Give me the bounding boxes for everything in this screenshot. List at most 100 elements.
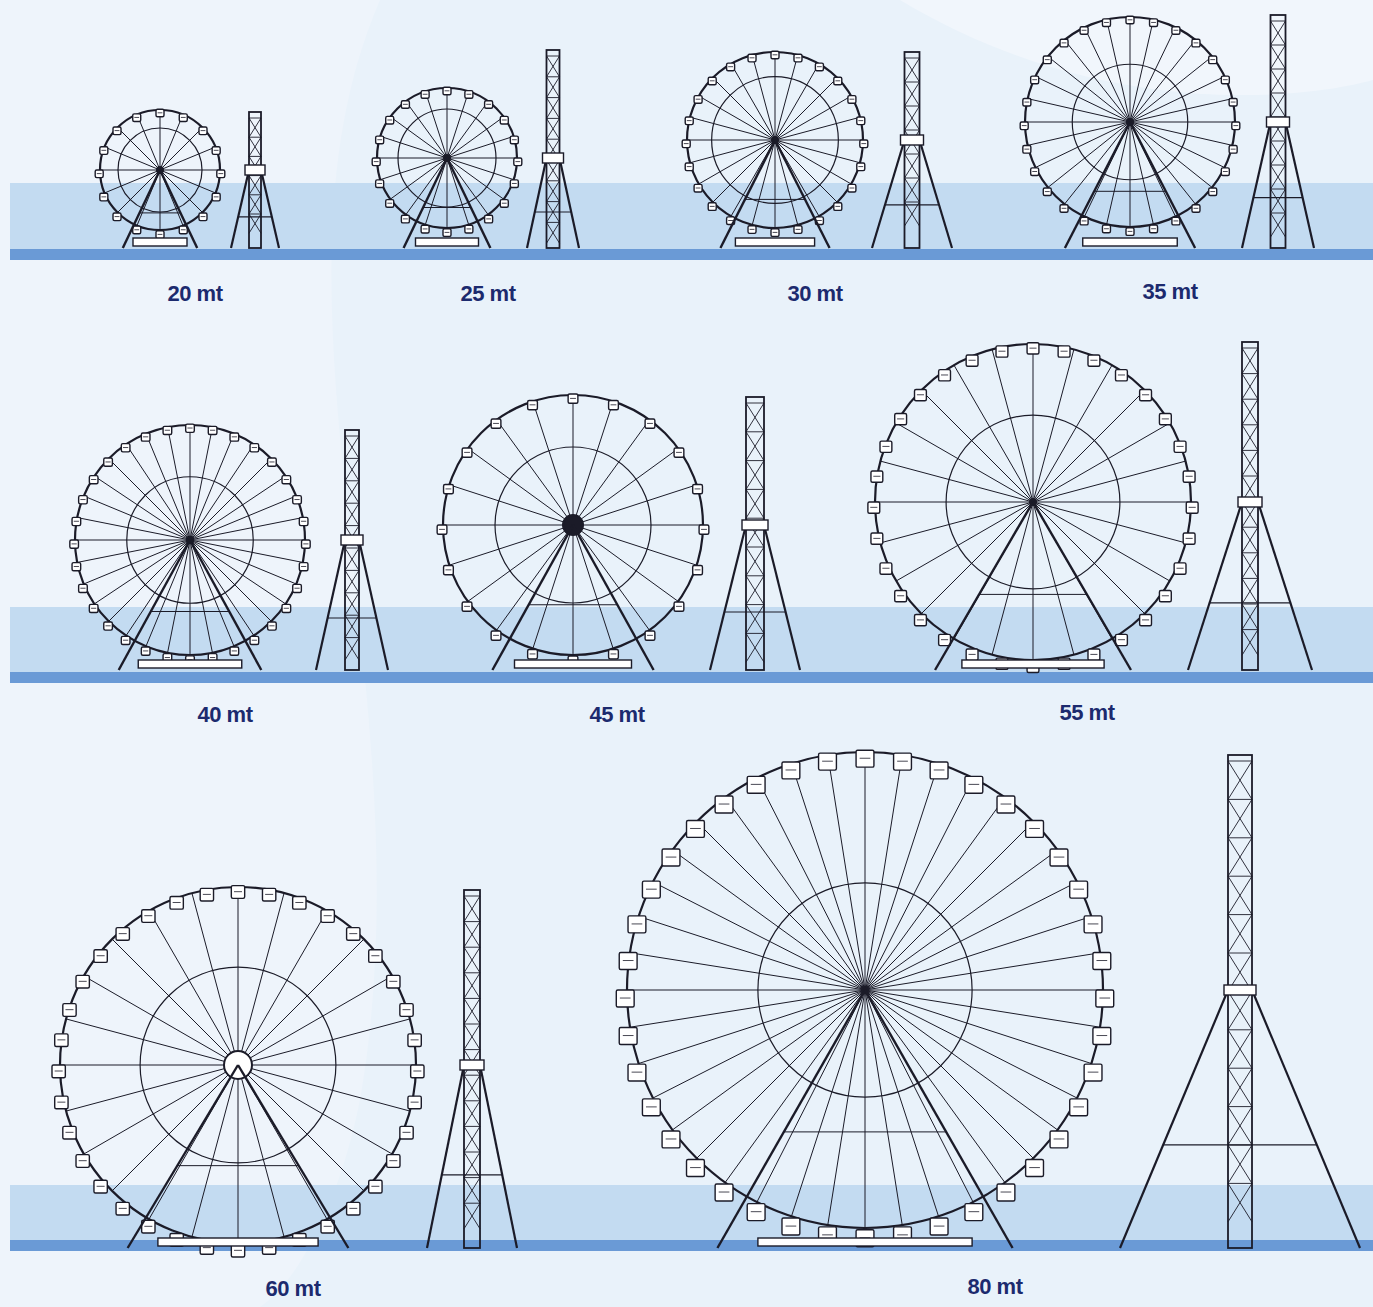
frame-line xyxy=(91,608,96,609)
gondola xyxy=(771,229,779,237)
frame-line xyxy=(817,66,822,67)
frame-line xyxy=(79,1160,87,1161)
gondola xyxy=(1023,146,1031,154)
frame-line xyxy=(238,1065,348,1248)
gondola xyxy=(369,950,382,963)
gondola xyxy=(293,496,302,504)
frame-line xyxy=(359,540,388,670)
frame-line xyxy=(345,503,359,525)
gondola xyxy=(1031,168,1039,176)
frame-line xyxy=(1228,876,1252,914)
frame-line xyxy=(160,172,161,230)
frame-line xyxy=(345,548,359,549)
frame-line xyxy=(464,1049,480,1050)
gondola xyxy=(1060,39,1068,47)
frame-line xyxy=(1242,553,1258,579)
frame-line xyxy=(699,141,773,184)
frame-line xyxy=(1271,69,1286,70)
gondola xyxy=(262,888,275,901)
frame-line xyxy=(1054,857,1065,858)
frame-line xyxy=(1271,93,1286,117)
frame-line xyxy=(249,176,261,195)
frame-line xyxy=(464,1152,480,1178)
frame-line xyxy=(1088,923,1099,924)
frame-line xyxy=(1188,502,1242,670)
frame-line xyxy=(620,998,631,999)
frame-line xyxy=(377,183,382,184)
frame-line xyxy=(746,432,764,461)
frame-line xyxy=(1242,527,1258,528)
gondola xyxy=(857,117,865,125)
frame-line xyxy=(143,650,148,651)
gondola xyxy=(231,886,244,899)
gondola xyxy=(1209,56,1217,64)
frame-line xyxy=(746,547,764,576)
frame-line xyxy=(719,1192,730,1193)
frame-line xyxy=(905,154,920,178)
frame-line xyxy=(218,173,223,174)
frame-line xyxy=(1228,838,1252,876)
frame-line xyxy=(97,955,105,956)
frame-line xyxy=(690,1167,701,1168)
frame-line xyxy=(746,489,764,518)
frame-line xyxy=(696,188,701,189)
frame-line xyxy=(449,159,514,180)
frame-line xyxy=(1210,602,1291,603)
gondola xyxy=(387,1155,400,1168)
gondola xyxy=(528,400,538,409)
frame-line xyxy=(1054,1138,1065,1139)
frame-line xyxy=(969,1211,980,1212)
frame-line xyxy=(448,101,488,156)
frame-line xyxy=(232,650,237,651)
frame-line xyxy=(149,911,231,1053)
gondola xyxy=(1093,952,1111,969)
frame-line xyxy=(579,533,650,630)
gondola xyxy=(250,444,259,452)
frame-line xyxy=(249,137,261,138)
frame-line xyxy=(1035,423,1170,501)
frame-line xyxy=(203,894,211,895)
frame-line xyxy=(746,489,764,518)
frame-line xyxy=(406,160,446,215)
frame-line xyxy=(284,479,289,480)
frame-line xyxy=(1271,165,1286,189)
frame-line xyxy=(647,423,653,424)
boarding-platform xyxy=(133,238,187,246)
frame-line xyxy=(786,769,797,770)
gondola xyxy=(895,414,907,425)
frame-line xyxy=(162,147,216,169)
frame-line xyxy=(443,525,563,526)
frame-line xyxy=(1231,149,1236,150)
frame-line xyxy=(324,915,332,916)
tower-hub xyxy=(1267,117,1290,127)
frame-line xyxy=(1024,149,1029,150)
frame-line xyxy=(1271,165,1286,166)
frame-line xyxy=(345,458,359,459)
frame-line xyxy=(746,604,764,605)
frame-line xyxy=(497,533,568,630)
frame-line xyxy=(746,576,764,605)
gondola xyxy=(662,1131,680,1148)
frame-line xyxy=(690,141,773,163)
frame-line xyxy=(345,570,359,592)
gondola xyxy=(699,525,709,534)
frame-line xyxy=(1271,165,1286,189)
gondola xyxy=(142,910,155,923)
gondola xyxy=(63,1126,76,1139)
size-label: 45 mt xyxy=(590,702,645,728)
gondola xyxy=(76,975,89,988)
frame-line xyxy=(1271,93,1286,94)
gondola xyxy=(55,1096,68,1109)
frame-line xyxy=(1242,374,1258,400)
gondola xyxy=(727,63,735,71)
sky-band xyxy=(10,183,1373,250)
frame-line xyxy=(1186,476,1193,477)
frame-line xyxy=(466,94,471,95)
frame-line xyxy=(493,635,499,636)
frame-line xyxy=(1194,42,1199,43)
gondola xyxy=(1126,16,1134,24)
frame-line xyxy=(1128,19,1133,20)
frame-line xyxy=(687,120,692,121)
frame-line xyxy=(60,1065,224,1066)
gondola xyxy=(199,213,207,221)
